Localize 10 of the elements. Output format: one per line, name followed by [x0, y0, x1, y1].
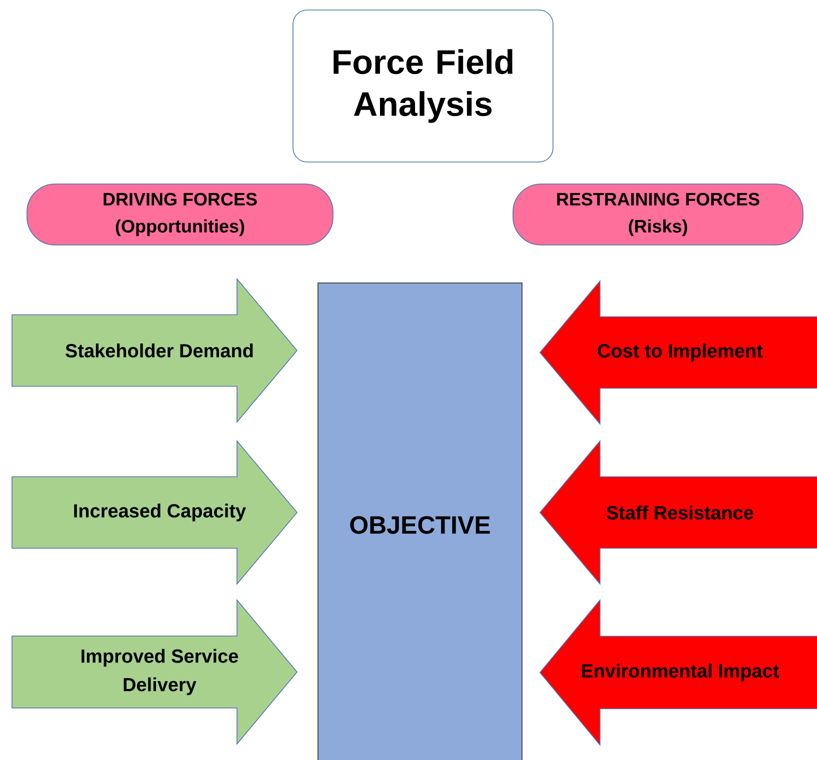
objective-box: OBJECTIVE — [318, 282, 522, 760]
restraining-force-box: Cost to Implement — [539, 280, 817, 426]
heading-pill: DRIVING FORCES (Opportunities) — [26, 184, 334, 246]
restraining-force-box: Staff Resistance — [539, 440, 817, 586]
driving-force-box: Stakeholder Demand — [12, 278, 298, 424]
driving-force-box: Improved Service Delivery — [12, 598, 298, 746]
restraining-force-box: Environmental Impact — [539, 598, 817, 746]
title-box: Force Field Analysis — [292, 10, 554, 162]
heading-pill: RESTRAINING FORCES (Risks) — [512, 184, 804, 246]
driving-force-box: Increased Capacity — [12, 440, 298, 586]
